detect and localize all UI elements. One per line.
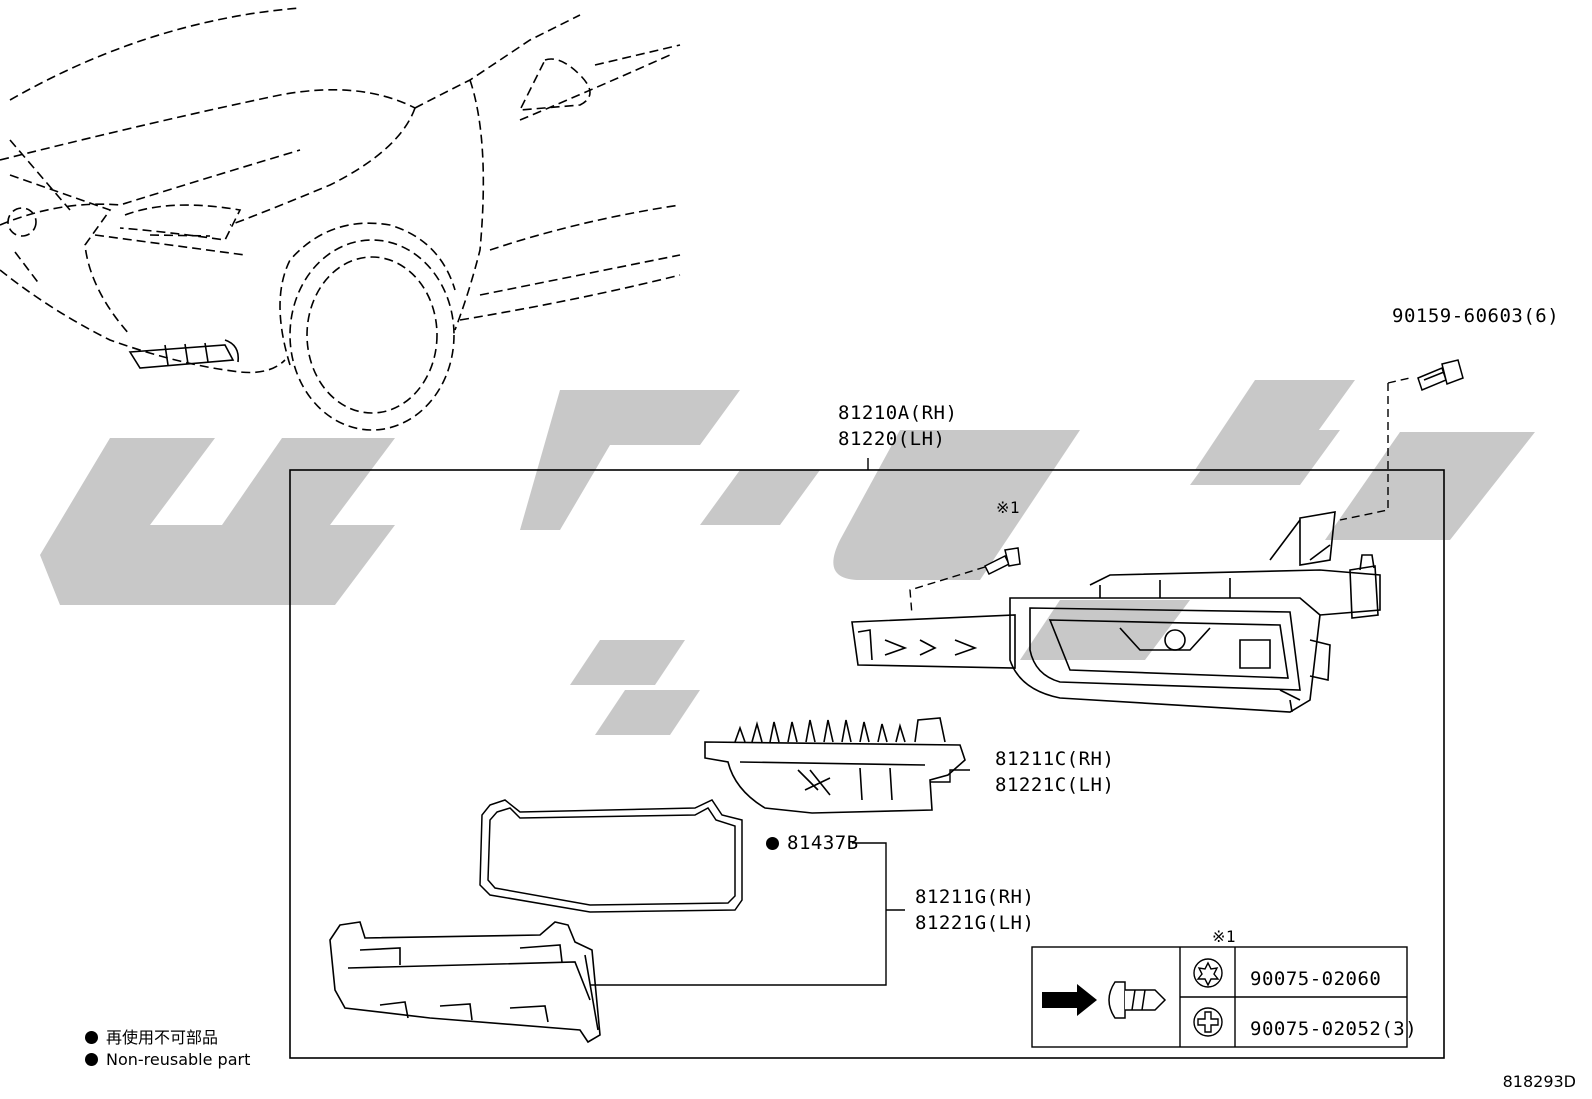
arrow-icon [1042, 984, 1097, 1016]
legend-en-text: Non-reusable part [106, 1050, 251, 1069]
legend-jp: 再使用不可部品 [85, 1024, 218, 1048]
dashed-guides [909, 377, 1411, 616]
lamp-housing-part [704, 717, 966, 814]
fastener-part-90075-02060: 90075-02060 [1250, 968, 1382, 990]
part-label-81211g-rh: 81211G(RH) [915, 886, 1035, 908]
figure-code: 818293D [1502, 1072, 1576, 1091]
clip-screw-icon [1108, 981, 1167, 1019]
screw-ref-mark: ※1 [996, 498, 1021, 517]
part-label-81220-lh: 81220(LH) [838, 428, 946, 450]
fastener-part-90075-02052: 90075-02052(3) [1250, 1018, 1418, 1040]
fog-lamp-assembly [851, 511, 1381, 713]
screw-icon [983, 547, 1021, 576]
gasket-part [479, 799, 743, 913]
torx-head-icon [1193, 958, 1223, 988]
legend-en: Non-reusable part [85, 1050, 250, 1069]
fastener-table [1031, 946, 1408, 1048]
legend-dot-icon [85, 1031, 98, 1044]
leader-lines [590, 458, 970, 986]
non-reusable-dot-icon [766, 837, 779, 850]
part-label-90159-60603: 90159-60603(6) [1392, 305, 1560, 327]
part-label-81221c-lh: 81221C(LH) [995, 774, 1115, 796]
part-label-81437b: 81437B [766, 830, 859, 856]
part-label-81211c-rh: 81211C(RH) [995, 748, 1115, 770]
vehicle-fog-lamp-detail [128, 339, 240, 369]
legend-jp-text: 再使用不可部品 [106, 1028, 219, 1047]
part-label-81210a-rh: 81210A(RH) [838, 402, 958, 424]
vehicle-front-illustration [0, 7, 681, 431]
watermark-logo [40, 380, 1535, 735]
gasket-part-number: 81437B [787, 832, 859, 854]
part-label-81221g-lh: 81221G(LH) [915, 912, 1035, 934]
phillips-head-icon [1193, 1007, 1223, 1037]
bolt-icon [1417, 359, 1464, 392]
assembly-frame [289, 469, 1445, 1059]
bezel-part [329, 921, 601, 1044]
fastener-table-ref: ※1 [1212, 927, 1237, 946]
legend-dot-icon [85, 1053, 98, 1066]
